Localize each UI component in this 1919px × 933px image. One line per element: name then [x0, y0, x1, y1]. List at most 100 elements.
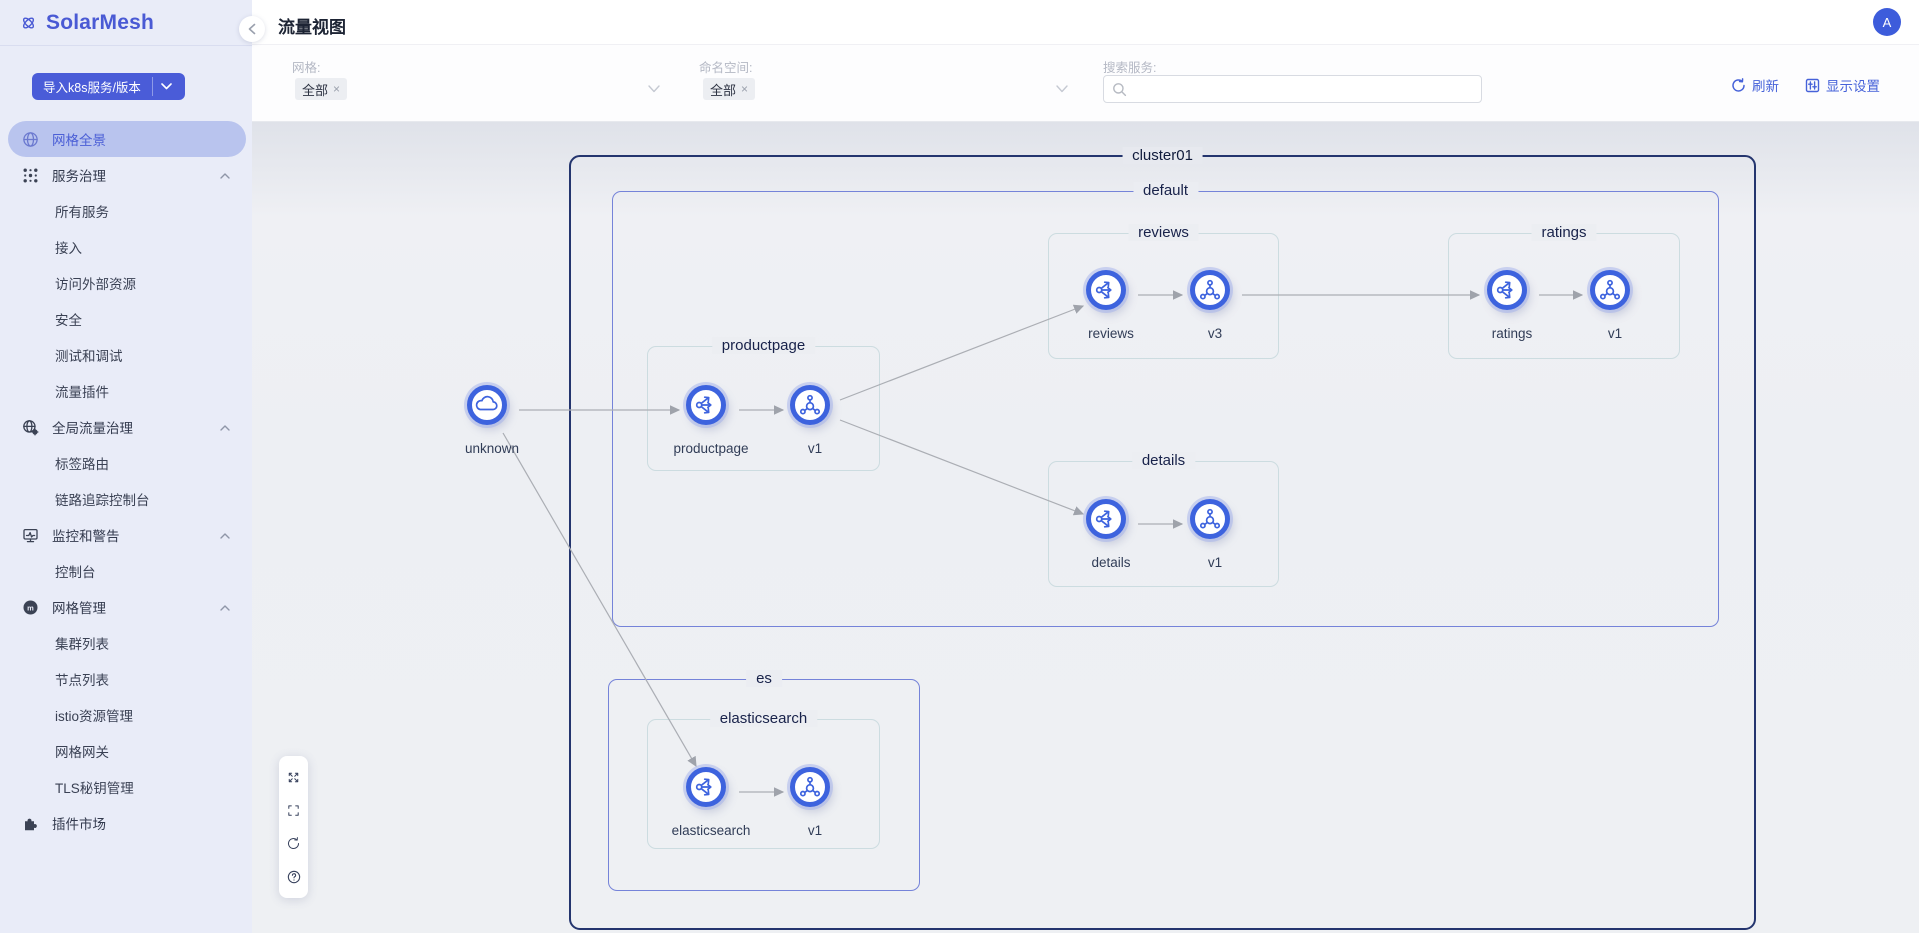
mesh-filter-label: 网格: — [292, 61, 321, 75]
sidebar-item-tracing-console[interactable]: 链路追踪控制台 — [55, 493, 150, 508]
node-reviews[interactable] — [1086, 270, 1126, 310]
globe-icon — [22, 131, 39, 148]
service-route-icon — [1496, 281, 1513, 299]
sidebar-item-global-traffic[interactable]: 全局流量治理 — [0, 409, 252, 445]
sidebar-item-external-resources[interactable]: 访问外部资源 — [55, 277, 136, 292]
sidebar-item-service-governance[interactable]: 服务治理 — [0, 157, 252, 193]
node-reviews-v3[interactable] — [1190, 270, 1230, 310]
fullscreen-button[interactable] — [279, 795, 308, 826]
page-title: 流量视图 — [278, 18, 346, 37]
sidebar-item-all-services[interactable]: 所有服务 — [55, 205, 109, 220]
plugin-market-icon — [22, 815, 39, 832]
chevron-down-icon[interactable] — [153, 73, 180, 100]
node-details[interactable] — [1086, 499, 1126, 539]
service-group-productpage: productpage — [647, 337, 880, 471]
help-icon — [287, 870, 300, 883]
sidebar-item-label: 插件市场 — [52, 817, 106, 832]
node-details-v1[interactable] — [1190, 499, 1230, 539]
version-molecule-icon — [1599, 279, 1621, 300]
namespace-filter-tag[interactable]: 全部 × — [703, 78, 756, 100]
sidebar-item-monitoring-alerts[interactable]: 监控和警告 — [0, 517, 252, 553]
solarmesh-atom-icon — [20, 15, 37, 32]
main-area: 流量视图 A 网格: 全部 × 命名空间: 全部 × 搜索服务: — [239, 0, 1919, 933]
button-divider — [151, 77, 153, 96]
traffic-edges-layer — [502, 290, 1584, 797]
help-button[interactable] — [279, 861, 308, 892]
filter-bar: 网格: 全部 × 命名空间: 全部 × 搜索服务: — [252, 45, 1919, 122]
search-icon — [1112, 82, 1127, 97]
search-service-input[interactable] — [1133, 76, 1481, 102]
sidebar-item-security[interactable]: 安全 — [55, 313, 82, 328]
sidebar-item-access[interactable]: 接入 — [55, 241, 82, 256]
node-productpage[interactable] — [686, 385, 726, 425]
sidebar-item-label: 全局流量治理 — [52, 421, 133, 436]
namespace-box-es: es — [608, 670, 920, 891]
sidebar-item-traffic-plugins[interactable]: 流量插件 — [55, 385, 109, 400]
search-service-box — [1103, 75, 1482, 103]
group-label: elasticsearch — [709, 710, 818, 727]
import-k8s-button[interactable]: 导入k8s服务/版本 — [32, 73, 185, 100]
brand-logo: SolarMesh — [0, 0, 252, 45]
canvas-toolbar — [279, 756, 308, 898]
sidebar-item-istio-resources[interactable]: istio资源管理 — [55, 709, 134, 724]
reload-icon — [288, 837, 299, 849]
service-group-ratings: ratings — [1448, 224, 1680, 359]
sidebar-item-cluster-list[interactable]: 集群列表 — [55, 637, 109, 652]
mesh-select-chevron-icon[interactable] — [648, 85, 660, 93]
node-unknown[interactable] — [467, 385, 507, 425]
fullscreen-icon — [288, 805, 299, 816]
collapse-sidebar-button[interactable] — [239, 16, 265, 42]
service-governance-icon — [22, 167, 39, 184]
sidebar-item-label: 服务治理 — [52, 169, 106, 184]
sidebar-item-plugin-market[interactable]: 插件市场 — [0, 805, 252, 841]
reload-graph-button[interactable] — [279, 828, 308, 859]
sidebar-item-tls-secrets[interactable]: TLS秘钥管理 — [55, 781, 134, 796]
sidebar-item-console[interactable]: 控制台 — [55, 565, 96, 580]
sidebar-item-label-routing[interactable]: 标签路由 — [55, 457, 109, 472]
node-label: v1 — [807, 823, 823, 838]
service-route-icon — [1095, 510, 1112, 528]
service-group-elasticsearch: elasticsearch — [647, 710, 880, 849]
display-settings-button[interactable]: 显示设置 — [1805, 75, 1880, 95]
service-route-icon — [1095, 281, 1112, 299]
sidebar-item-node-list[interactable]: 节点列表 — [55, 673, 109, 688]
remove-tag-icon[interactable]: × — [333, 82, 341, 96]
node-label: v1 — [807, 441, 823, 456]
sidebar-item-mesh-overview[interactable]: 网格全景 — [8, 121, 246, 157]
fit-view-button[interactable] — [279, 762, 308, 793]
mesh-filter-tag[interactable]: 全部 × — [295, 78, 348, 100]
namespace-select-chevron-icon[interactable] — [1056, 85, 1068, 93]
namespace-filter-label: 命名空间: — [699, 61, 753, 75]
remove-tag-icon[interactable]: × — [741, 82, 749, 96]
node-elasticsearch[interactable] — [686, 767, 726, 807]
refresh-button[interactable]: 刷新 — [1731, 75, 1779, 95]
sidebar-item-test-debug[interactable]: 测试和调试 — [55, 349, 123, 364]
svg-text:m: m — [27, 603, 34, 612]
sidebar-item-mesh-management[interactable]: m 网格管理 — [0, 589, 252, 625]
node-label: productpage — [673, 441, 749, 456]
node-label: reviews — [1088, 326, 1134, 341]
group-label: reviews — [1128, 224, 1199, 241]
node-elasticsearch-v1[interactable] — [790, 767, 830, 807]
sidebar-divider — [0, 45, 252, 46]
search-service-label: 搜索服务: — [1103, 61, 1157, 75]
group-label: ratings — [1531, 224, 1597, 241]
node-label: v3 — [1207, 326, 1223, 341]
version-molecule-icon — [799, 776, 821, 797]
chevron-up-icon — [220, 605, 230, 611]
node-ratings[interactable] — [1487, 270, 1527, 310]
global-traffic-icon — [22, 419, 39, 436]
node-ratings-v1[interactable] — [1590, 270, 1630, 310]
sidebar-item-mesh-gateway[interactable]: 网格网关 — [55, 745, 109, 760]
user-avatar[interactable]: A — [1873, 8, 1901, 36]
sidebar-item-label: 监控和警告 — [52, 529, 120, 544]
cluster-label: cluster01 — [1122, 147, 1203, 164]
display-settings-icon — [1805, 78, 1820, 93]
sidebar-item-label: 网格管理 — [52, 601, 106, 616]
traffic-graph-canvas[interactable]: cluster01 default es productpage reviews… — [252, 122, 1919, 933]
node-productpage-v1[interactable] — [790, 385, 830, 425]
service-group-reviews: reviews — [1048, 224, 1279, 359]
mesh-management-icon: m — [22, 599, 39, 616]
page-header: 流量视图 A — [239, 0, 1919, 45]
